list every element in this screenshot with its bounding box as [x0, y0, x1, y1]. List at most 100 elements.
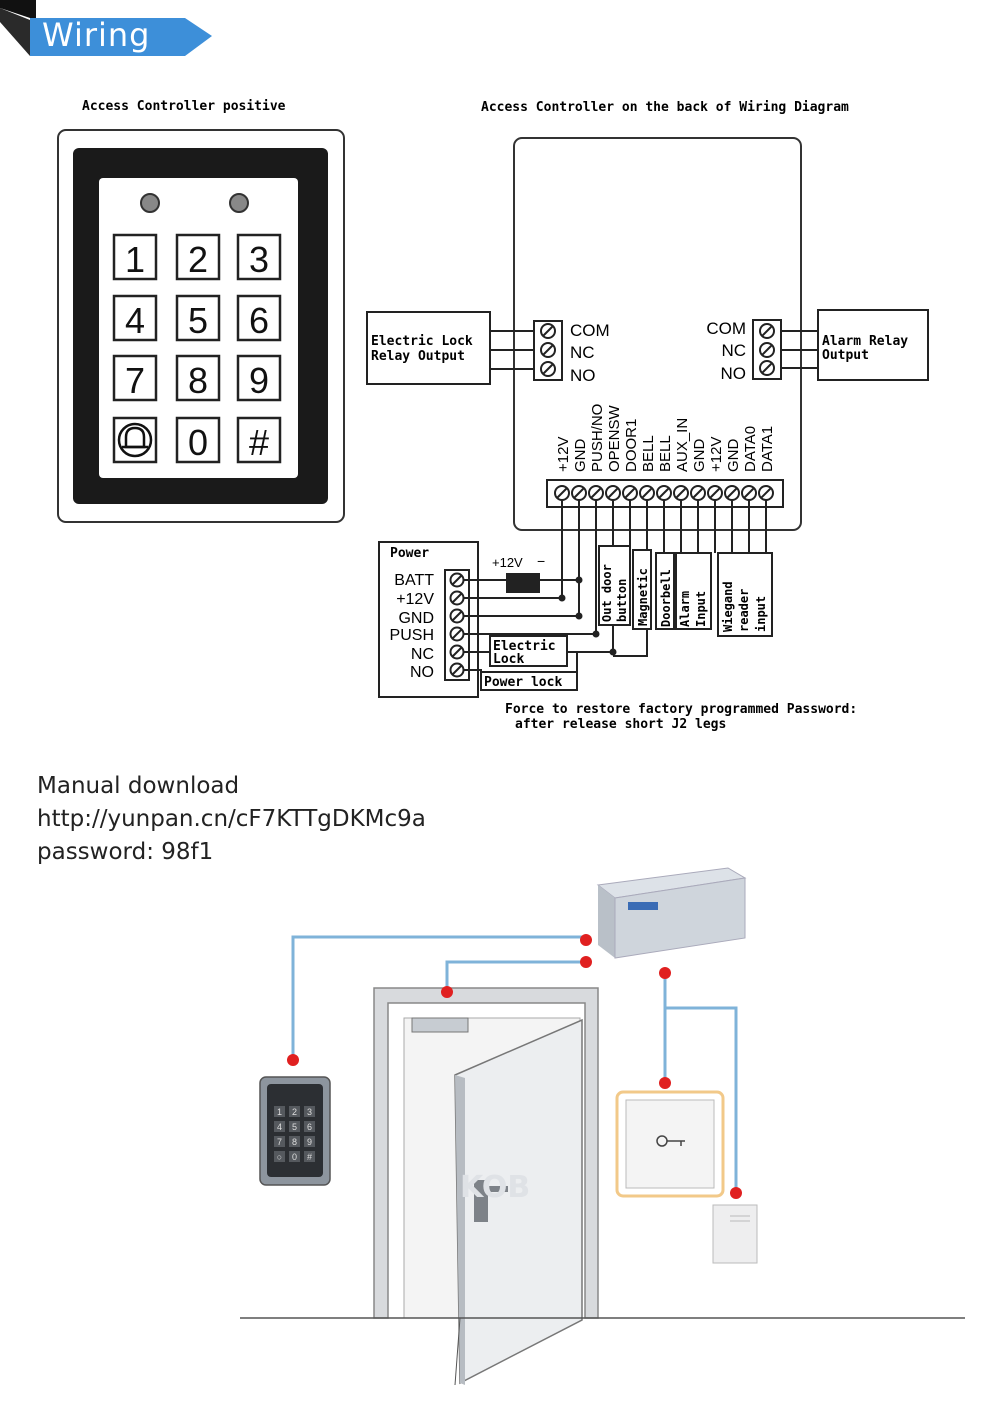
- electric-lock-box: Electric Lock: [489, 635, 568, 667]
- key-0: 0: [188, 422, 208, 463]
- svg-text:COM: COM: [570, 321, 610, 340]
- alarm-input-box: Alarm Input: [675, 552, 712, 630]
- svg-text:NO: NO: [410, 664, 434, 681]
- door-leaf: KOB: [454, 1018, 583, 1385]
- svg-text:Alarm: Alarm: [678, 591, 692, 627]
- svg-text:Output: Output: [822, 348, 869, 363]
- svg-text:−: −: [537, 553, 545, 569]
- reset-note-line2: after release short J2 legs: [515, 717, 726, 732]
- doorbell-box: Doorbell: [655, 552, 675, 630]
- svg-text:Power lock: Power lock: [484, 675, 562, 690]
- header-banner: [0, 0, 212, 56]
- key-8: 8: [188, 360, 208, 401]
- svg-text:reader: reader: [737, 589, 751, 632]
- svg-text:Doorbell: Doorbell: [659, 569, 673, 627]
- keypad-caption: Access Controller positive: [82, 99, 286, 114]
- svg-text:5: 5: [292, 1122, 297, 1132]
- svg-text:+12V: +12V: [492, 555, 523, 570]
- svg-text:+12V: +12V: [396, 591, 434, 608]
- alarm-relay: Alarm Relay Output COM NC NO: [706, 309, 929, 383]
- key-5: 5: [188, 300, 208, 341]
- key-icon: [656, 1135, 685, 1147]
- svg-text:7: 7: [277, 1137, 282, 1147]
- svg-text:BATT: BATT: [394, 572, 434, 589]
- svg-text:Power: Power: [390, 546, 429, 561]
- manual-section: Manual download http://yunpan.cn/cF7KTTg…: [37, 770, 426, 869]
- svg-text:NO: NO: [570, 366, 596, 385]
- svg-text:Lock: Lock: [493, 652, 524, 667]
- watermark: KOB: [460, 1170, 530, 1205]
- svg-text:AUX_IN: AUX_IN: [674, 418, 691, 472]
- svg-text:0: 0: [292, 1152, 297, 1162]
- key-3: 3: [249, 239, 269, 280]
- svg-text:Wiegand: Wiegand: [721, 581, 735, 632]
- svg-text:GND: GND: [398, 610, 434, 627]
- wiring-diagram: Access Controller positive Access Contro…: [57, 99, 929, 732]
- key-9: 9: [249, 360, 269, 401]
- power-lock-box: Power lock: [480, 671, 578, 691]
- svg-text:DOOR1: DOOR1: [623, 419, 640, 472]
- electric-lock-relay: Electric Lock Relay Output COM NC NO: [366, 311, 610, 385]
- svg-text:NC: NC: [411, 646, 434, 663]
- svg-text:Magnetic: Magnetic: [636, 568, 650, 626]
- svg-text:+12V: +12V: [555, 437, 572, 472]
- svg-text:Out door: Out door: [600, 564, 614, 622]
- installation-illustration: KOB 1 2 3 4 5 6 7 8 9 ○ 0 #: [240, 867, 965, 1386]
- key-4: 4: [125, 300, 145, 341]
- terminal-labels: +12V GND PUSH/NO OPENSW DOOR1 BELL BELL …: [555, 404, 776, 472]
- svg-text:1: 1: [277, 1107, 282, 1117]
- svg-text:Input: Input: [694, 591, 708, 627]
- exit-button-device: [615, 1090, 725, 1198]
- svg-text:NO: NO: [721, 364, 747, 383]
- wiegand-reader-box: Wiegand reader input: [717, 552, 773, 637]
- svg-text:DATA0: DATA0: [742, 426, 759, 472]
- svg-text:OPENSW: OPENSW: [606, 404, 623, 472]
- svg-text:8: 8: [292, 1137, 297, 1147]
- key-6: 6: [249, 300, 269, 341]
- svg-text:button: button: [615, 579, 629, 622]
- keypad-front: 1 2 3 4 5 6 7 8 9 0 #: [57, 129, 345, 523]
- svg-text:GND: GND: [725, 439, 742, 473]
- install-wires: [291, 935, 738, 1193]
- svg-text:○: ○: [277, 1152, 282, 1162]
- magnetic-box: Magnetic: [632, 549, 652, 630]
- led-indicator: [140, 193, 160, 213]
- svg-text:4: 4: [277, 1122, 282, 1132]
- svg-text:GND: GND: [572, 439, 589, 473]
- svg-text:Alarm Relay: Alarm Relay: [822, 334, 908, 349]
- manual-title: Manual download: [37, 773, 240, 799]
- terminal-strip: [546, 479, 784, 508]
- svg-text:+12V: +12V: [708, 437, 725, 472]
- bell-icon: [117, 422, 153, 458]
- svg-text:Electric: Electric: [493, 639, 556, 654]
- battery-icon: +12V −: [492, 553, 545, 593]
- keypad-device: 1 2 3 4 5 6 7 8 9 ○ 0 #: [259, 1076, 331, 1186]
- header-title: Wiring: [42, 16, 151, 54]
- manual-password: password: 98f1: [37, 839, 214, 865]
- svg-text:BELL: BELL: [640, 435, 657, 472]
- svg-text:NC: NC: [570, 343, 595, 362]
- svg-text:COM: COM: [706, 319, 746, 338]
- svg-text:Electric Lock: Electric Lock: [371, 334, 473, 349]
- led-indicator: [229, 193, 249, 213]
- power-block: Power BATT +12V GND PUSH NC NO: [378, 541, 479, 698]
- svg-text:input: input: [754, 596, 768, 632]
- out-door-button-box: Out door button: [598, 545, 631, 626]
- key-1: 1: [125, 239, 145, 280]
- svg-text:PUSH/NO: PUSH/NO: [589, 404, 606, 472]
- key-hash: #: [249, 422, 269, 463]
- svg-text:#: #: [307, 1152, 312, 1162]
- svg-text:GND: GND: [691, 439, 708, 473]
- manual-url[interactable]: http://yunpan.cn/cF7KTTgDKMc9a: [37, 806, 426, 832]
- doorbell-device: [712, 1204, 758, 1264]
- controller-back: [513, 137, 802, 531]
- svg-text:BELL: BELL: [657, 435, 674, 472]
- svg-text:9: 9: [307, 1137, 312, 1147]
- svg-text:NC: NC: [721, 341, 746, 360]
- svg-text:2: 2: [292, 1107, 297, 1117]
- svg-text:Relay Output: Relay Output: [371, 349, 465, 364]
- key-2: 2: [188, 239, 208, 280]
- svg-text:3: 3: [307, 1107, 312, 1117]
- svg-text:PUSH: PUSH: [390, 627, 434, 644]
- svg-text:6: 6: [307, 1122, 312, 1132]
